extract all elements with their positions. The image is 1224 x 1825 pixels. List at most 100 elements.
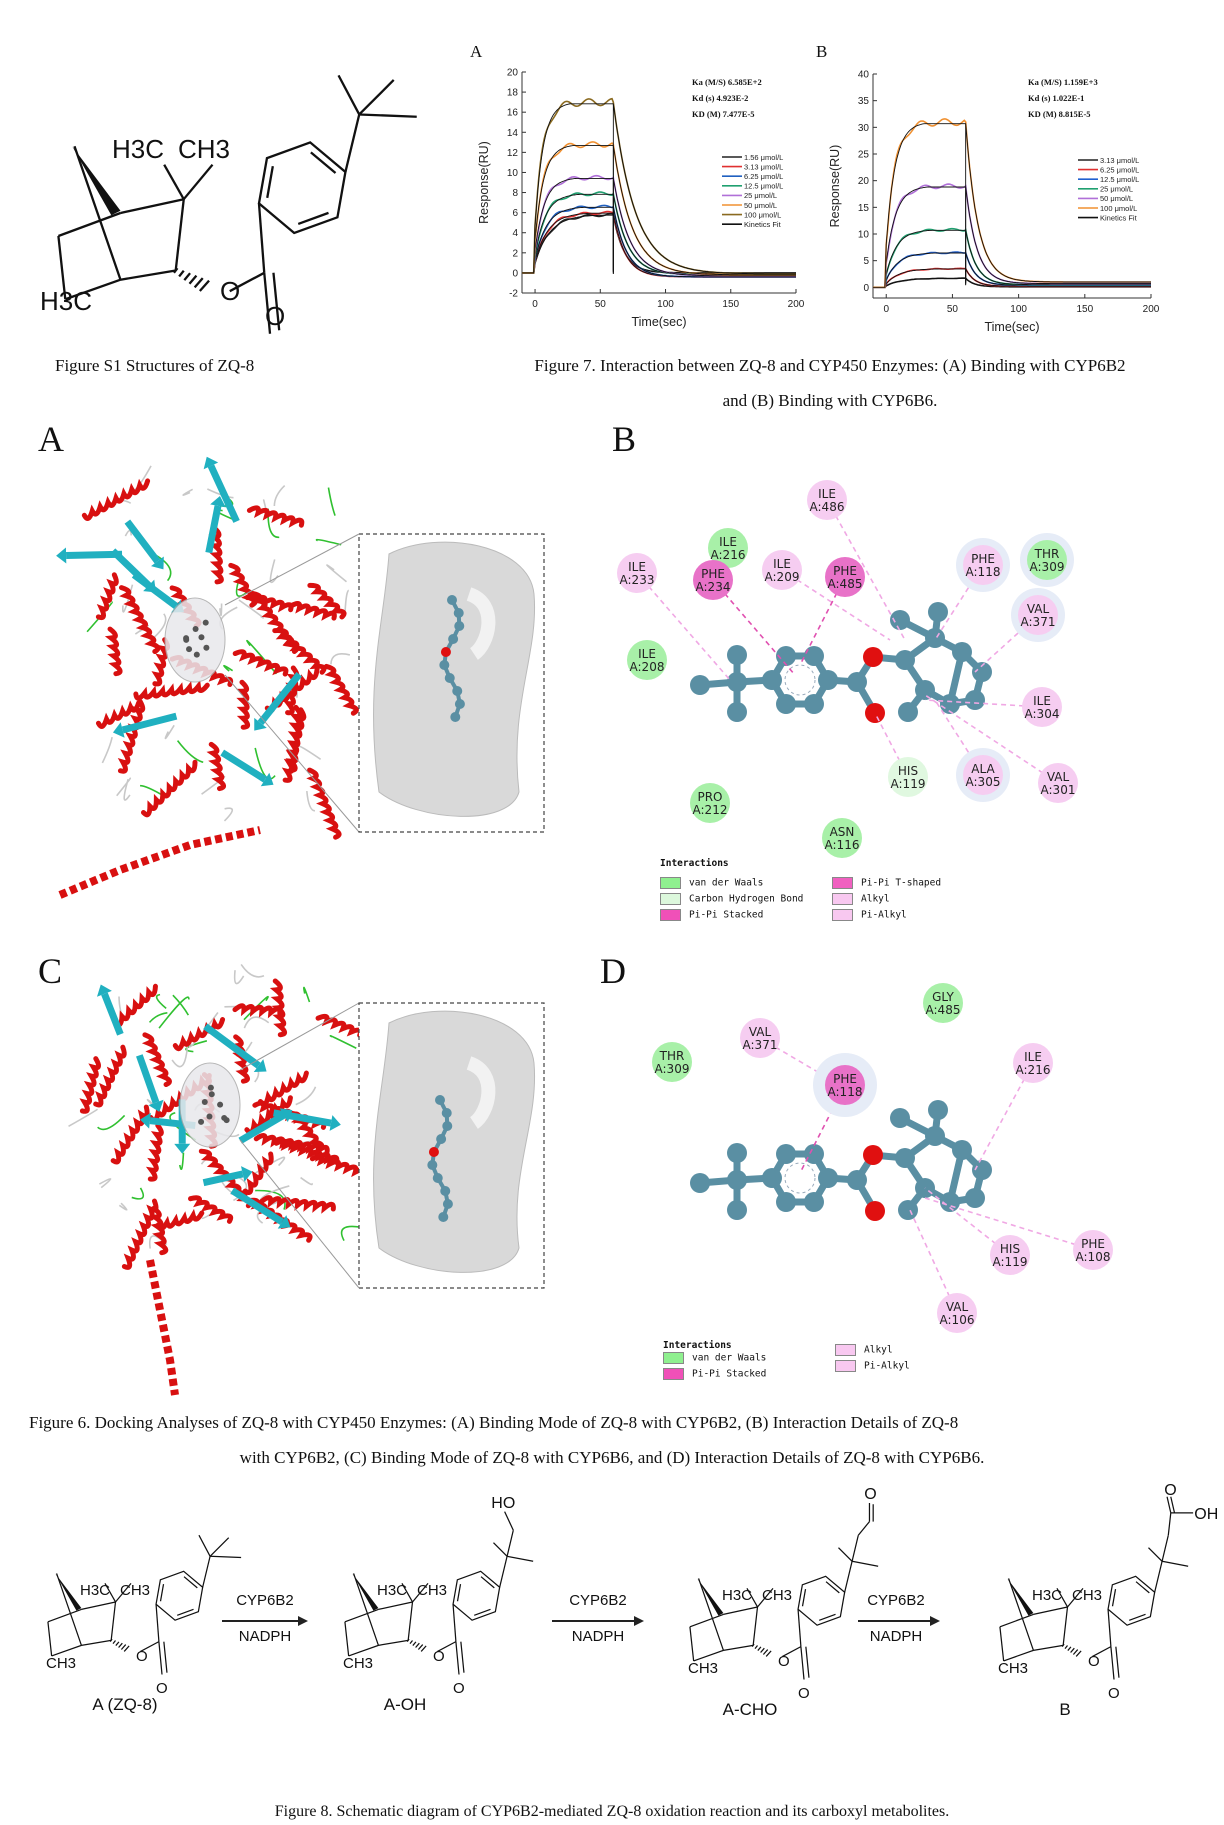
- hash-bond: [415, 1642, 420, 1648]
- ligand-atom: [776, 1144, 796, 1164]
- coil-loop: [235, 583, 248, 597]
- ligand-atom: [727, 1170, 747, 1190]
- hash-bond: [112, 1640, 116, 1644]
- interaction-line: [636, 572, 731, 681]
- figure7-caption-line1: Figure 7. Interaction between ZQ-8 and C…: [534, 356, 1126, 375]
- legend-item: Alkyl: [835, 1344, 893, 1356]
- ligand-atom: [454, 621, 465, 631]
- beta-sheet: [238, 1112, 286, 1144]
- ligand-atom: [435, 1095, 445, 1105]
- coil-loop: [219, 603, 223, 616]
- coil-loop: [330, 653, 351, 665]
- atom-label-ch3: CH3: [998, 1660, 1028, 1677]
- residue-name: ILE: [1024, 1050, 1042, 1064]
- ligand-atom: [448, 634, 459, 644]
- residue-phe-234: [693, 560, 733, 600]
- residue-id: A:216: [711, 548, 746, 562]
- kinetics-2: KD (M) 7.477E-5: [692, 109, 755, 119]
- arrow-head-icon: [634, 1616, 644, 1626]
- bond: [506, 1555, 534, 1562]
- y-tick-label: 2: [512, 248, 518, 259]
- double-bond: [480, 1576, 495, 1589]
- legend-label: van der Waals: [689, 877, 764, 889]
- ligand-atom: [217, 1101, 224, 1108]
- legend-item: Pi-Pi Stacked: [660, 909, 763, 921]
- bond: [1161, 1560, 1189, 1567]
- bond: [746, 1588, 759, 1608]
- interaction-line: [799, 1084, 846, 1174]
- ligand-atom: [442, 1121, 453, 1131]
- legend-item: van der Waals: [660, 877, 763, 889]
- alpha-helix: [118, 585, 161, 654]
- hash-bond: [1070, 1647, 1075, 1653]
- figure6-caption-line1: Figure 6. Docking Analyses of ZQ-8 with …: [29, 1413, 959, 1432]
- ligand-atom: [847, 672, 867, 692]
- ligand-atom: [898, 1200, 918, 1220]
- ligand-atom: [193, 651, 200, 658]
- bond: [198, 1534, 211, 1557]
- bond: [800, 1646, 805, 1680]
- alpha-helix: [117, 699, 146, 774]
- acid-o-label: O: [1164, 1482, 1176, 1499]
- legend-item: Carbon Hydrogen Bond: [660, 893, 803, 905]
- arrow2-cofactor: NADPH: [571, 1628, 625, 1645]
- residue-his-119: [888, 757, 928, 797]
- coil-loop: [68, 1108, 99, 1128]
- legend-swatch: [832, 893, 853, 905]
- alpha-helix: [257, 1070, 309, 1107]
- skeletal-structure: [57, 74, 417, 334]
- bond: [412, 1582, 429, 1603]
- residue-id: A:371: [1021, 615, 1056, 629]
- legend-label: 25 μmol/L: [1100, 185, 1133, 194]
- zoom-line: [224, 533, 360, 606]
- residue-id: A:309: [1030, 560, 1065, 574]
- y-tick-label: 20: [858, 176, 870, 187]
- zoom-line: [224, 674, 360, 833]
- ligand-atom: [847, 1170, 867, 1190]
- coil-loop: [273, 484, 286, 507]
- legend-label: Pi-Pi T-shaped: [861, 877, 942, 889]
- legend-label: Kinetics Fit: [744, 220, 782, 229]
- legend-swatch: [835, 1344, 856, 1356]
- bond: [844, 1561, 853, 1593]
- bond: [163, 1641, 168, 1673]
- coil-loop: [223, 807, 234, 822]
- residue-val-371: [740, 1018, 780, 1058]
- legend-label: Pi-Pi Stacked: [689, 909, 764, 921]
- residue-id: A:208: [630, 660, 665, 674]
- alpha-helix: [112, 983, 158, 1028]
- residue-ile-216: [708, 528, 748, 568]
- beta-arrow: [148, 1099, 164, 1112]
- bond: [1033, 1644, 1064, 1651]
- ligand-atom: [442, 1199, 453, 1209]
- coil-loop: [262, 499, 267, 510]
- atom-label-ch3: CH3: [120, 1582, 150, 1599]
- beta-arrow: [210, 496, 226, 508]
- hash-bond: [409, 1640, 413, 1644]
- bond: [723, 1606, 758, 1616]
- residue-id: A:119: [993, 1255, 1028, 1269]
- bond: [47, 1621, 53, 1656]
- y-tick-label: 10: [507, 168, 519, 179]
- bond: [493, 1542, 508, 1557]
- bond: [999, 1613, 1034, 1628]
- pocket-surface: [373, 1010, 536, 1273]
- coil-loop: [315, 538, 342, 546]
- alpha-helix: [148, 1205, 169, 1256]
- bond: [752, 1606, 759, 1646]
- bond: [359, 113, 417, 118]
- bond: [1115, 1646, 1120, 1678]
- hash-bond: [757, 1646, 762, 1651]
- atom-label-h3c: H3C: [1032, 1587, 1062, 1604]
- compound-label-b: B: [1059, 1700, 1071, 1719]
- double-bond: [1129, 1613, 1146, 1621]
- y-tick-label: 4: [512, 228, 518, 239]
- interaction-line: [934, 564, 984, 641]
- double-bond: [801, 1589, 807, 1607]
- hash-bond: [1067, 1646, 1072, 1651]
- coil-loop: [98, 1178, 112, 1189]
- residue-phe-485: [825, 557, 865, 597]
- alpha-helix: [281, 707, 307, 783]
- bond: [378, 1639, 409, 1646]
- double-bond: [183, 1576, 198, 1589]
